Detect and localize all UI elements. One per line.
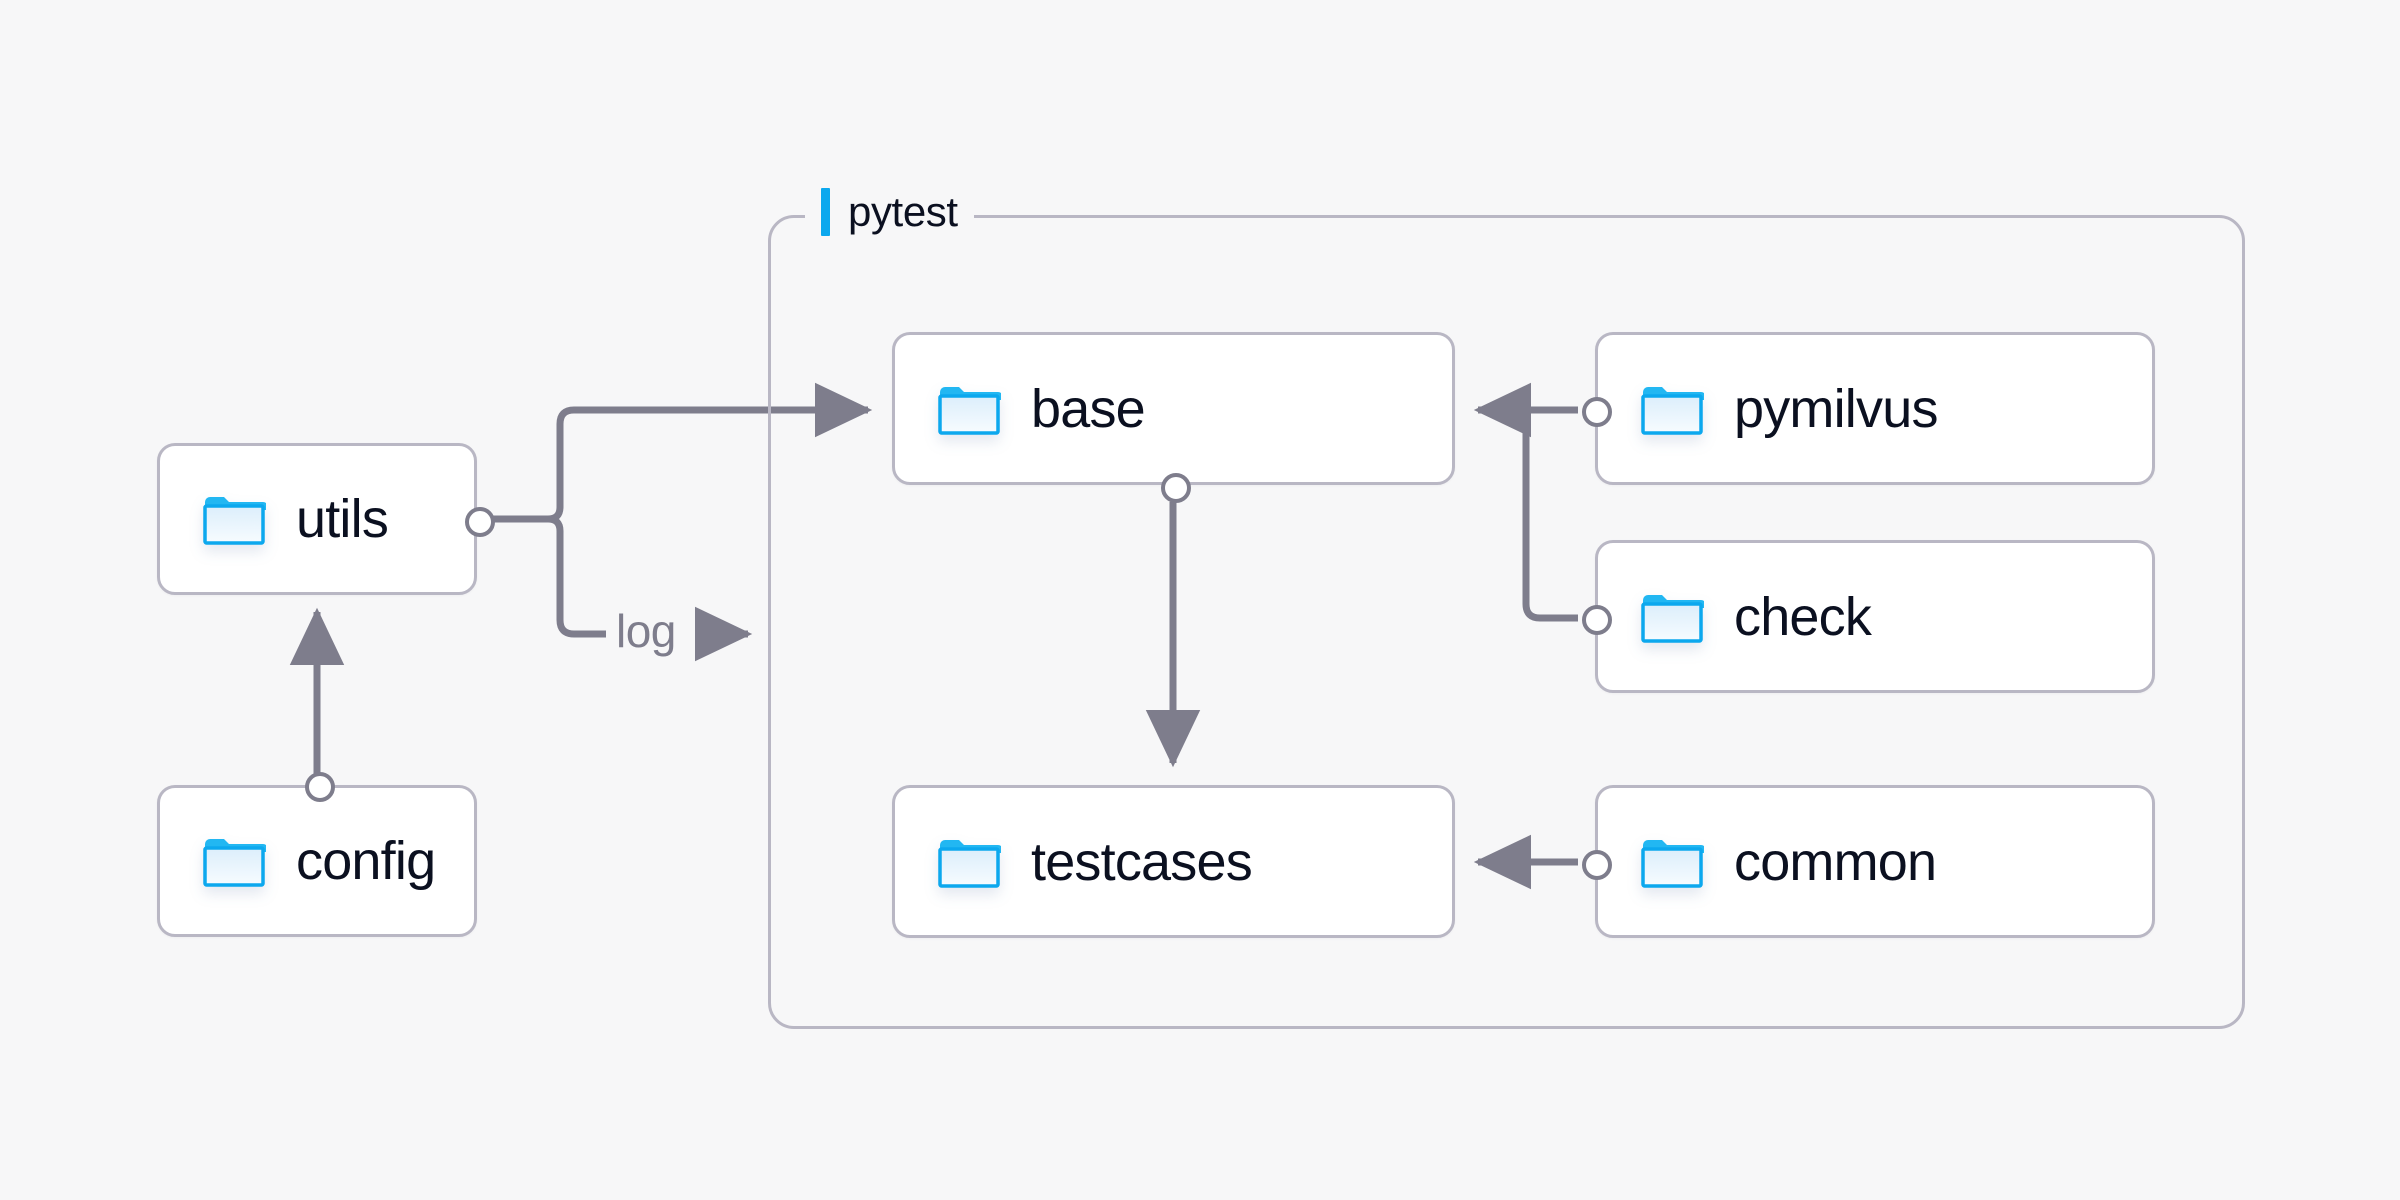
node-base[interactable]: base (892, 332, 1455, 503)
node-base-label: base (1031, 378, 1146, 439)
group-pytest[interactable] (768, 215, 2245, 1029)
node-common[interactable]: common (1582, 785, 2155, 938)
node-pymilvus-port-left[interactable] (1582, 397, 1612, 427)
node-config-label: config (296, 831, 436, 891)
folder-icon (937, 835, 1001, 889)
folder-icon (1640, 590, 1704, 644)
folder-icon (937, 382, 1001, 436)
folder-icon (202, 492, 266, 546)
group-pytest-label: pytest (805, 185, 974, 239)
group-accent-bar (821, 188, 830, 236)
node-check-label: check (1734, 586, 1872, 647)
edge-label-log: log (606, 608, 686, 654)
edge-utils-to-log (547, 515, 612, 638)
node-testcases[interactable]: testcases (892, 785, 1455, 938)
node-pymilvus-label: pymilvus (1734, 378, 1938, 439)
folder-icon (1640, 382, 1704, 436)
node-utils-port-right[interactable] (465, 507, 495, 537)
node-config-port-top[interactable] (305, 772, 335, 802)
node-base-port-bottom[interactable] (1161, 473, 1191, 503)
node-common-port-left[interactable] (1582, 850, 1612, 880)
node-testcases-label: testcases (1031, 831, 1253, 892)
node-utils[interactable]: utils (157, 443, 495, 595)
node-check-port-left[interactable] (1582, 605, 1612, 635)
node-config[interactable]: config (157, 772, 477, 937)
node-utils-label: utils (296, 489, 389, 549)
group-pytest-label-text: pytest (848, 188, 958, 235)
folder-icon (202, 834, 266, 888)
node-pymilvus[interactable]: pymilvus (1582, 332, 2155, 485)
folder-icon (1640, 835, 1704, 889)
node-common-label: common (1734, 831, 1937, 892)
node-check[interactable]: check (1582, 540, 2155, 693)
